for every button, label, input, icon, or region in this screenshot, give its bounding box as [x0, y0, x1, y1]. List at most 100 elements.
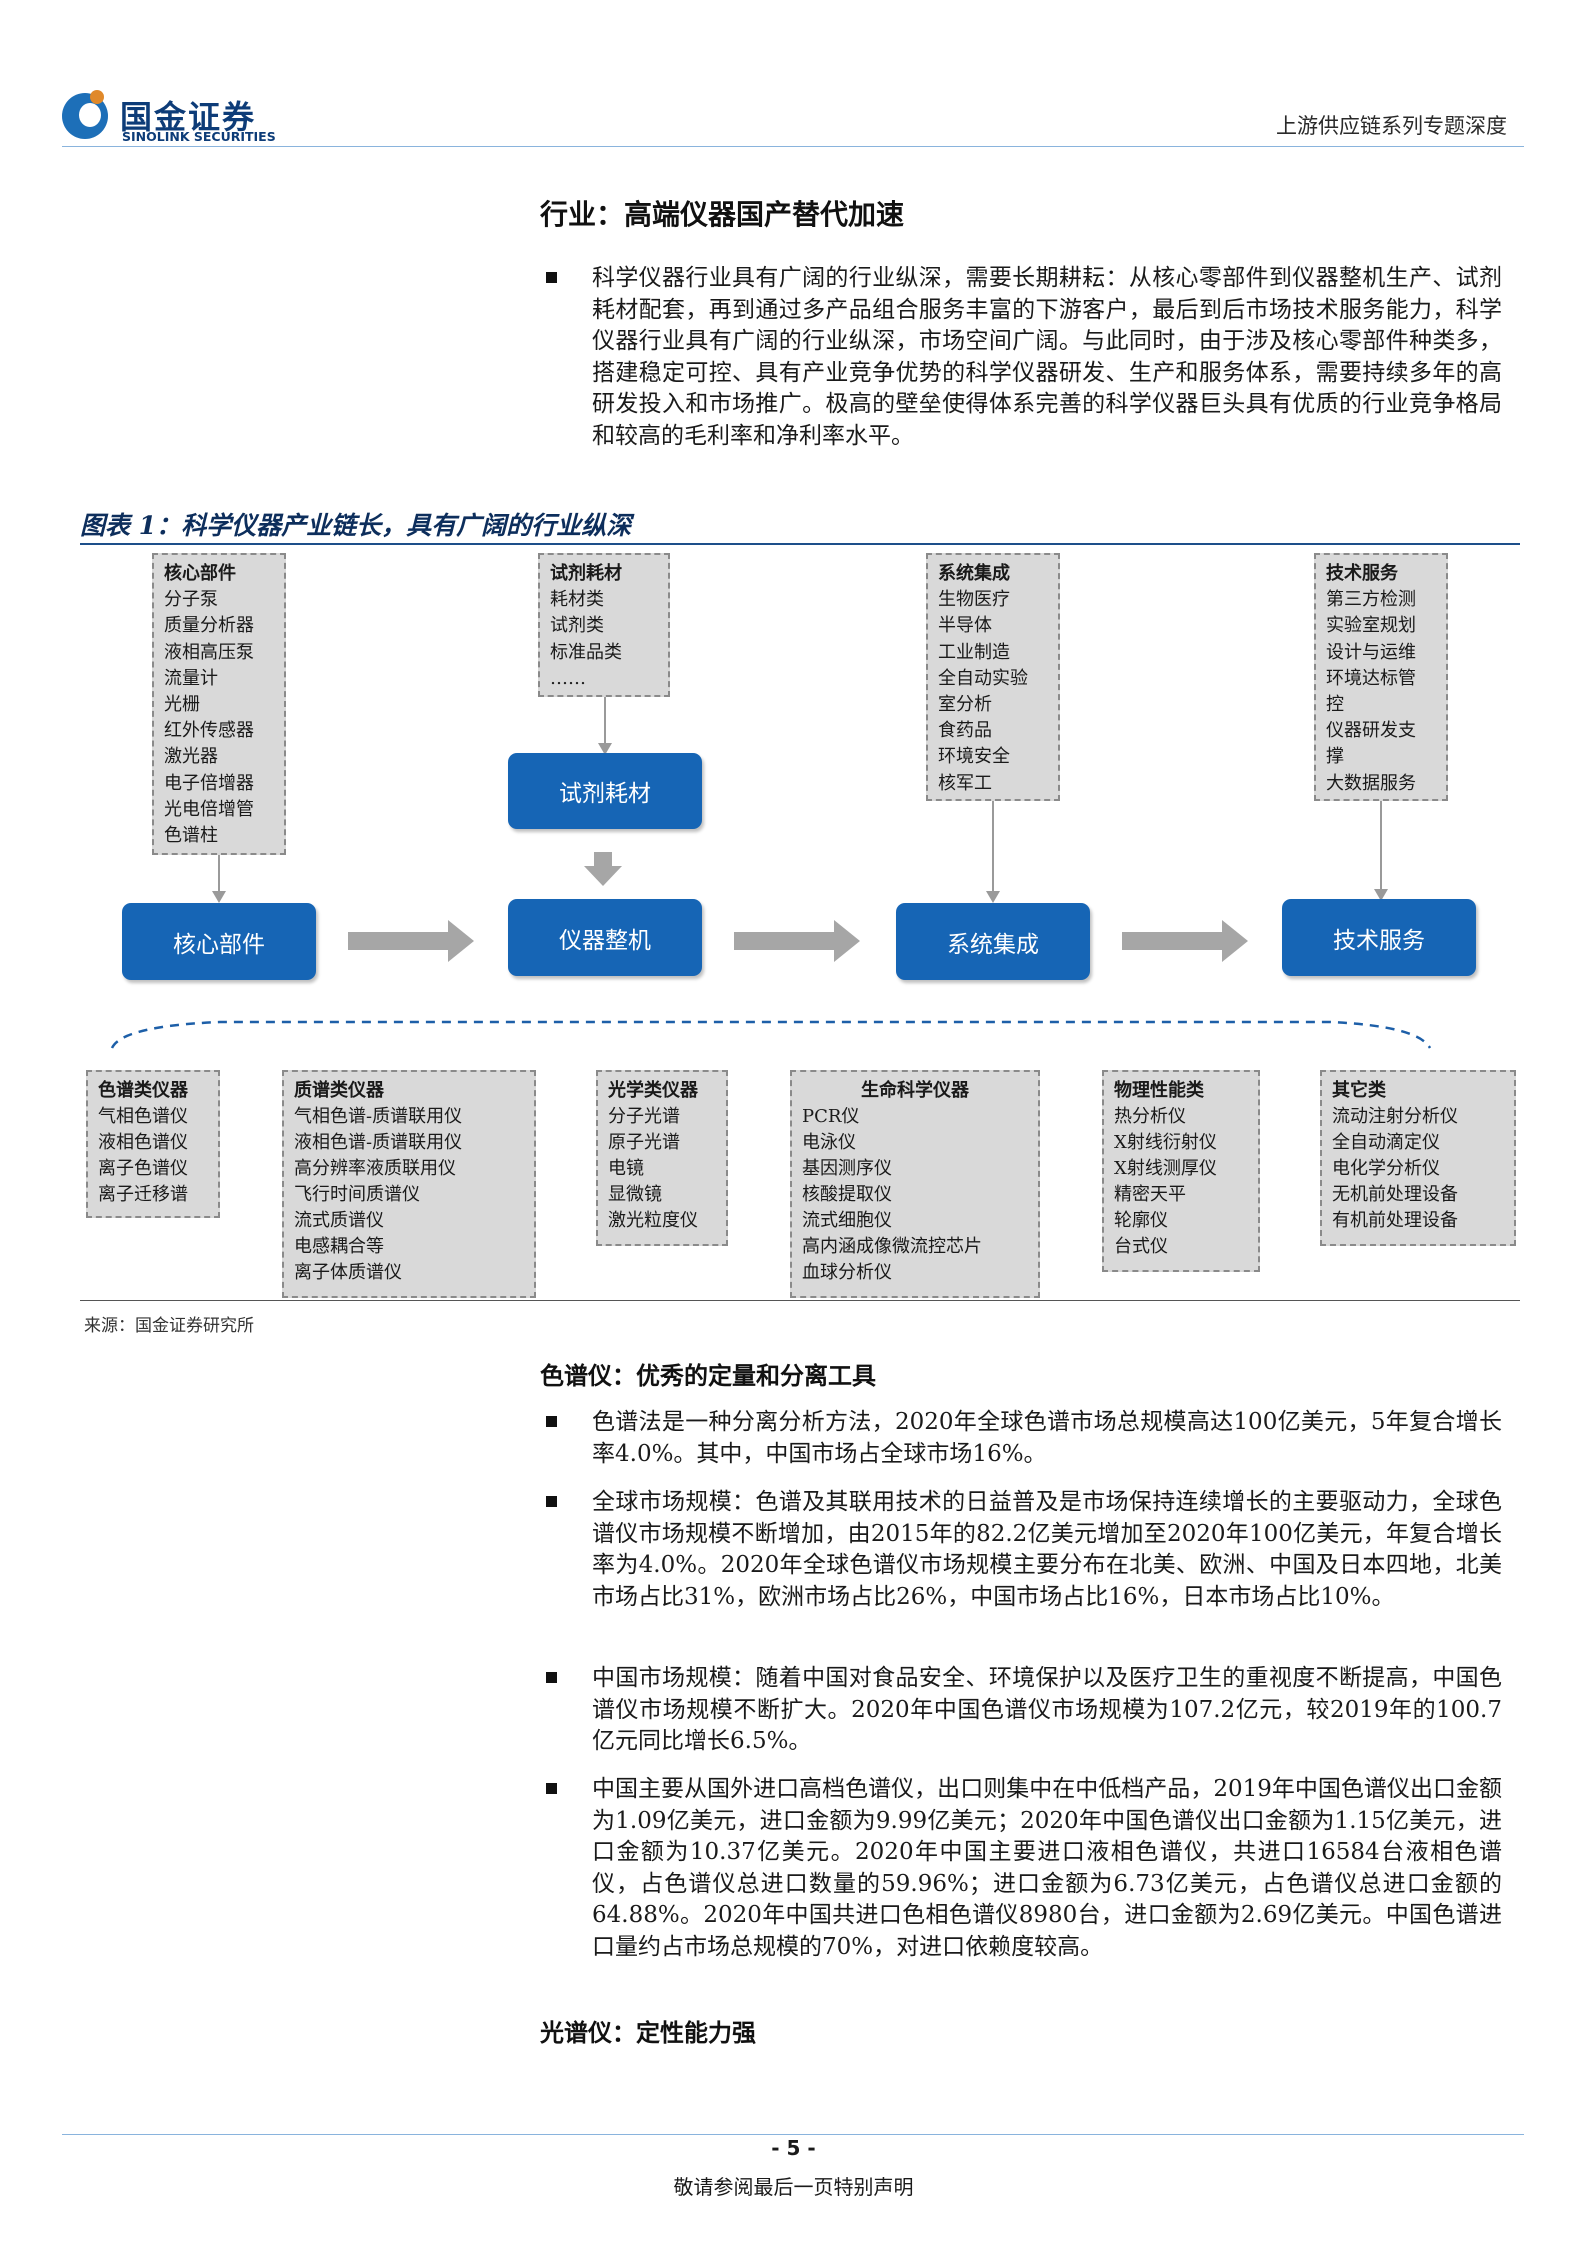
bullet-icon — [546, 1496, 557, 1507]
figure-title: 图表 1：科学仪器产业链长，具有广阔的行业纵深 — [80, 511, 632, 540]
top-box-item: 试剂类 — [550, 615, 604, 637]
category-box-mass-spectrometry: 质谱类仪器 气相色谱-质谱联用仪 液相色谱-质谱联用仪 高分辨率液质联用仪 飞行… — [282, 1070, 536, 1298]
category-item: 离子迁移谱 — [98, 1184, 188, 1205]
category-title: 光学类仪器 — [608, 1080, 698, 1101]
chromatography-paragraph-1: 色谱法是一种分离分析方法，2020年全球色谱市场总规模高达100亿美元，5年复合… — [592, 1409, 1502, 1467]
figure-top-rule — [80, 543, 1520, 545]
top-box-item: 激光器 — [164, 746, 218, 768]
category-item: 气相色谱-质谱联用仪 — [294, 1106, 463, 1127]
logo-chinese-name: 国金证券 — [120, 98, 257, 136]
top-box-item: 红外传感器 — [164, 720, 254, 742]
top-box-item: 分子泵 — [164, 589, 218, 611]
bullet-icon — [546, 1416, 557, 1427]
category-item: X射线测厚仪 — [1114, 1158, 1217, 1179]
category-item: 台式仪 — [1114, 1236, 1168, 1257]
category-item: 显微镜 — [608, 1184, 662, 1205]
chromatography-paragraph-2: 全球市场规模：色谱及其联用技术的日益普及是市场保持连续增长的主要驱动力，全球色谱… — [592, 1489, 1502, 1610]
category-item: 高分辨率液质联用仪 — [294, 1158, 456, 1179]
connector-line — [992, 801, 994, 893]
category-title: 色谱类仪器 — [98, 1080, 188, 1101]
category-item: 激光粒度仪 — [608, 1210, 698, 1231]
top-box-item: 实验室规划 — [1326, 615, 1416, 637]
figure-bottom-rule — [80, 1300, 1520, 1301]
top-box-title: 系统集成 — [938, 563, 1010, 584]
top-box-item: 第三方检测 — [1326, 589, 1416, 611]
category-item: 基因测序仪 — [802, 1158, 892, 1179]
top-box-item: 环境达标管 — [1326, 667, 1416, 689]
top-box-title: 技术服务 — [1326, 563, 1398, 584]
category-item: 电感耦合等 — [294, 1236, 384, 1257]
header-divider — [62, 146, 1524, 147]
connector-line — [604, 697, 606, 745]
top-box-title: 试剂耗材 — [550, 563, 622, 584]
node-reagents: 试剂耗材 — [508, 753, 702, 829]
category-item: 离子体质谱仪 — [294, 1262, 402, 1283]
right-arrow-icon — [734, 920, 862, 962]
logo-english-name: SINOLINK SECURITIES — [122, 129, 276, 144]
bullet-icon — [546, 1783, 557, 1794]
category-box-chromatography: 色谱类仪器 气相色谱仪 液相色谱仪 离子色谱仪 离子迁移谱 — [86, 1070, 220, 1218]
category-item: 液相色谱-质谱联用仪 — [294, 1132, 463, 1153]
top-box-item: 控 — [1326, 694, 1344, 716]
top-box-item: 工业制造 — [938, 641, 1010, 663]
node-core-parts: 核心部件 — [122, 903, 316, 980]
top-box-item: 标准品类 — [550, 641, 622, 663]
footer-divider — [62, 2134, 1524, 2135]
top-box-item: 大数据服务 — [1326, 772, 1416, 794]
top-box-system-integration: 系统集成 生物医疗 半导体 工业制造 全自动实验 室分析 食药品 环境安全 核军… — [926, 553, 1060, 801]
industry-paragraph: 科学仪器行业具有广阔的行业纵深，需要长期耕耘：从核心零部件到仪器整机生产、试剂耗… — [592, 265, 1502, 449]
top-box-item: 环境安全 — [938, 746, 1010, 768]
category-item: 流式质谱仪 — [294, 1210, 384, 1231]
top-box-item: 液相高压泵 — [164, 641, 254, 663]
category-item: 离子色谱仪 — [98, 1158, 188, 1179]
node-instrument: 仪器整机 — [508, 899, 702, 976]
right-arrow-icon — [1122, 920, 1250, 962]
top-box-item: …… — [550, 667, 586, 689]
node-tech-services: 技术服务 — [1282, 899, 1476, 976]
right-arrow-icon — [348, 920, 476, 962]
node-system-integration: 系统集成 — [896, 903, 1090, 980]
connector-arrowhead — [598, 743, 612, 755]
top-box-item: 生物医疗 — [938, 589, 1010, 611]
top-box-item: 半导体 — [938, 615, 992, 637]
top-box-item: 色谱柱 — [164, 825, 218, 847]
category-item: PCR仪 — [802, 1106, 860, 1127]
chromatography-paragraph-4: 中国主要从国外进口高档色谱仪，出口则集中在中低档产品，2019年中国色谱仪出口金… — [592, 1776, 1502, 1960]
category-item: 气相色谱仪 — [98, 1106, 188, 1127]
category-item: 有机前处理设备 — [1332, 1210, 1458, 1231]
connector-arrowhead — [1374, 889, 1388, 901]
category-item: 液相色谱仪 — [98, 1132, 188, 1153]
connector-arrowhead — [212, 891, 226, 903]
category-item: 无机前处理设备 — [1332, 1184, 1458, 1205]
page-number: - 5 - — [771, 2136, 816, 2160]
top-box-item: 核军工 — [938, 772, 992, 794]
section-heading-spectrometer: 光谱仪：定性能力强 — [540, 2018, 756, 2047]
category-title: 质谱类仪器 — [294, 1080, 384, 1101]
top-box-item: 质量分析器 — [164, 615, 254, 637]
category-item: 飞行时间质谱仪 — [294, 1184, 420, 1205]
category-item: 精密天平 — [1114, 1184, 1186, 1205]
chromatography-paragraph-3: 中国市场规模：随着中国对食品安全、环境保护以及医疗卫生的重视度不断提高，中国色谱… — [592, 1665, 1502, 1754]
category-item: 分子光谱 — [608, 1106, 680, 1127]
top-box-tech-services: 技术服务 第三方检测 实验室规划 设计与运维 环境达标管 控 仪器研发支 撑 大… — [1314, 553, 1448, 801]
top-box-core-parts: 核心部件 分子泵 质量分析器 液相高压泵 流量计 光栅 红外传感器 激光器 电子… — [152, 553, 286, 855]
top-box-item: 食药品 — [938, 720, 992, 742]
category-title: 物理性能类 — [1114, 1080, 1204, 1101]
category-item: 流动注射分析仪 — [1332, 1106, 1458, 1127]
top-box-item: 全自动实验 — [938, 667, 1028, 689]
company-logo-icon — [62, 90, 108, 139]
category-box-others: 其它类 流动注射分析仪 全自动滴定仪 电化学分析仪 无机前处理设备 有机前处理设… — [1320, 1070, 1516, 1246]
category-item: 热分析仪 — [1114, 1106, 1186, 1127]
dashed-brace — [110, 1020, 1432, 1049]
connector-arrowhead — [986, 891, 1000, 903]
connector-line — [1380, 801, 1382, 891]
top-box-item: 电子倍增器 — [164, 772, 254, 794]
category-item: X射线衍射仪 — [1114, 1132, 1217, 1153]
disclaimer-note: 敬请参阅最后一页特别声明 — [673, 2175, 914, 2199]
category-item: 原子光谱 — [608, 1132, 680, 1153]
report-series-title: 上游供应链系列专题深度 — [1276, 114, 1507, 138]
bullet-icon — [546, 1672, 557, 1683]
section-heading-industry: 行业：高端仪器国产替代加速 — [540, 198, 905, 231]
top-box-item: 设计与运维 — [1326, 641, 1416, 663]
top-box-reagents: 试剂耗材 耗材类 试剂类 标准品类 …… — [538, 553, 670, 697]
